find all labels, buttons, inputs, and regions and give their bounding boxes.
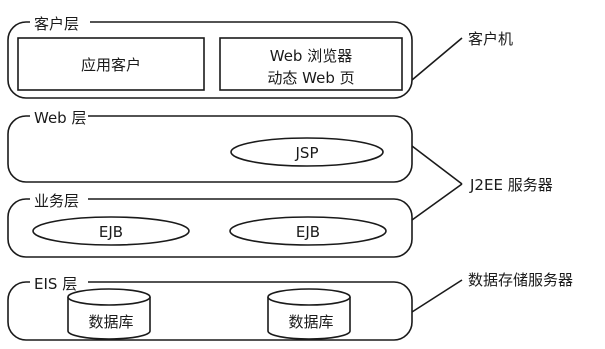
client-tier-box (7, 21, 413, 99)
ejb-label-1: EJB (99, 223, 123, 241)
client-machine-label: 客户机 (468, 30, 513, 48)
eis-tier: EIS 层 数据库 数据库 (7, 272, 413, 341)
connector-lines (411, 37, 463, 313)
j2ee-server-connector-web (411, 145, 463, 185)
eis-tier-box (7, 281, 413, 341)
business-tier-title: 业务层 (34, 192, 79, 210)
client-tier-title: 客户层 (34, 15, 79, 33)
j2ee-server-connector-business (411, 183, 463, 221)
browser-label-line1: Web 浏览器 (270, 47, 352, 65)
eis-tier-title: EIS 层 (34, 275, 77, 293)
database-label-2: 数据库 (288, 313, 333, 331)
web-tier-title-bg (30, 106, 88, 126)
browser-label-line2: 动态 Web 页 (267, 69, 354, 87)
database-icon-2 (267, 288, 351, 340)
business-tier: 业务层 EJB EJB (7, 189, 413, 258)
jsp-component (230, 137, 384, 167)
eis-tier-title-bg (30, 272, 88, 292)
j2ee-server-label: J2EE 服务器 (469, 176, 553, 194)
business-tier-box (7, 198, 413, 258)
web-tier-box (7, 115, 413, 183)
app-client-box (17, 37, 205, 91)
ejb-component-1 (32, 216, 190, 246)
app-client-label: 应用客户 (81, 56, 141, 74)
jsp-label: JSP (295, 144, 319, 162)
web-tier: Web 层 JSP (7, 106, 413, 183)
web-tier-title: Web 层 (34, 109, 86, 127)
client-machine-connector (411, 37, 463, 81)
client-tier: 客户层 应用客户 Web 浏览器 动态 Web 页 (7, 12, 413, 99)
browser-box (219, 37, 403, 91)
ejb-component-2 (229, 216, 387, 246)
database-icon-1 (67, 288, 151, 340)
business-tier-title-bg (30, 189, 88, 209)
db-server-label: 数据存储服务器 (468, 271, 573, 289)
ejb-label-2: EJB (296, 223, 320, 241)
database-label-1: 数据库 (88, 313, 133, 331)
db-server-connector (411, 279, 463, 313)
client-tier-title-bg (30, 12, 90, 32)
